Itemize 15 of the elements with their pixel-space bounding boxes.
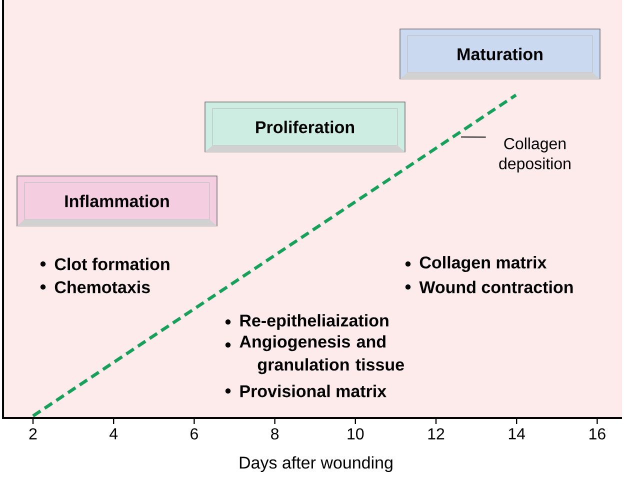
annotation-text: Collagen deposition [486,136,584,174]
leader-line [460,136,486,138]
tick-label: 2 [29,428,37,440]
bullet-text: Clot formation [54,258,170,270]
phase-box: Inflammation [16,176,218,226]
bullet-text: Chemotaxis [54,280,150,294]
bullet-text: Wound contraction [419,280,573,294]
bullet-text: Collagen matrix [420,256,547,272]
bullet-text: Re-epitheliaization [240,314,388,330]
tick-label: 14 [508,428,526,440]
phase-box: Maturation [400,28,600,80]
bullet-text: Provisional matrix [240,384,386,398]
tick-label: 16 [590,428,606,440]
axis-title: Days after wounding [240,456,392,472]
bullet-text: Angiogenesis and granulation tissue [240,335,404,374]
